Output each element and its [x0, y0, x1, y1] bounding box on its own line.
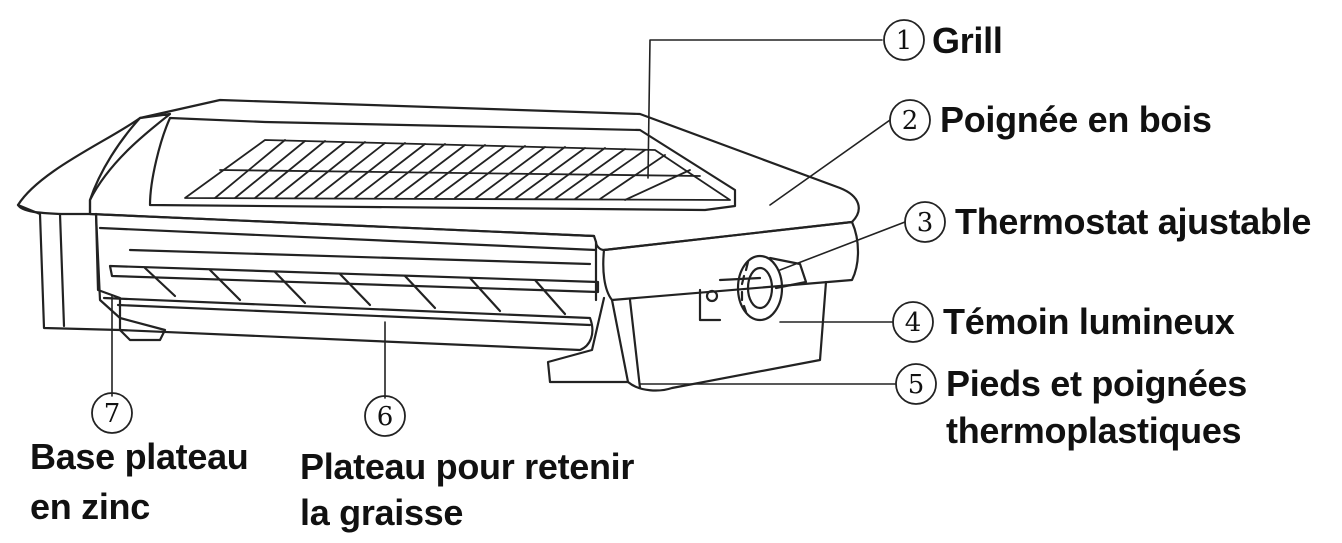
grill-grate	[184, 139, 731, 201]
label-poignee-bois: Poignée en bois	[940, 99, 1212, 140]
label-thermostat: Thermostat ajustable	[955, 201, 1312, 242]
callout-number-6: 6	[377, 402, 394, 432]
left-foot	[16, 203, 122, 332]
callout-number-3: 3	[917, 208, 934, 238]
callout-circle-4	[892, 301, 934, 343]
leader-lines	[111, 39, 906, 399]
callout-circle-5	[895, 363, 937, 405]
grill-appliance-drawing	[16, 98, 860, 392]
indicator-light	[705, 289, 719, 303]
callout-circle-2	[889, 99, 931, 141]
callout-circle-1	[883, 19, 925, 61]
callout-number-2: 2	[902, 106, 919, 136]
callout-circle-7	[91, 392, 133, 434]
drip-tray	[102, 248, 600, 352]
label-grill: Grill	[932, 20, 1003, 61]
label-pieds-line2: thermoplastiques	[946, 410, 1242, 451]
label-base-line1: Base plateau	[30, 436, 249, 477]
thermostat-knob	[736, 254, 808, 322]
callout-number-5: 5	[908, 370, 925, 400]
left-handle	[16, 112, 172, 216]
label-pieds-line1: Pieds et poignées	[946, 363, 1247, 404]
label-plateau-line1: Plateau pour retenir	[300, 446, 635, 487]
right-foot	[546, 296, 630, 384]
callout-circle-6	[364, 395, 406, 437]
label-plateau-line2: la graisse	[300, 492, 464, 533]
leader-line-1	[647, 39, 883, 179]
leader-line-2	[769, 119, 891, 206]
right-handle	[602, 220, 860, 302]
callout-markers	[91, 19, 946, 437]
callout-circle-3	[904, 201, 946, 243]
label-temoin: Témoin lumineux	[943, 301, 1235, 342]
top-plate	[88, 98, 860, 252]
callout-number-1: 1	[896, 26, 913, 56]
callout-numbers: 1 2 3 4 5 6 7	[104, 26, 934, 432]
label-base-line2: en zinc	[30, 486, 150, 527]
leader-line-3	[779, 221, 906, 271]
callout-number-7: 7	[104, 399, 121, 429]
callout-number-4: 4	[905, 308, 922, 338]
